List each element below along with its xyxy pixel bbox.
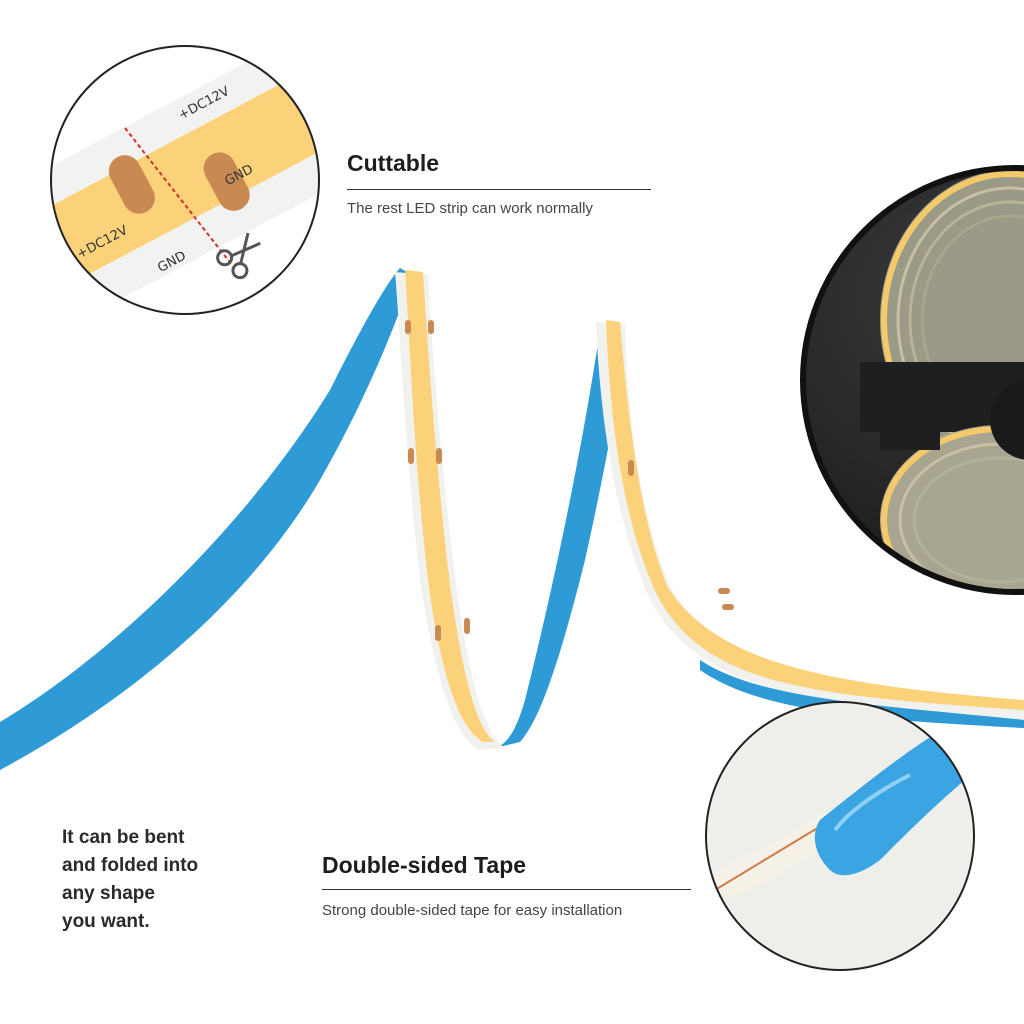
cuttable-title: Cuttable: [347, 150, 439, 176]
bendable-line: It can be bent: [62, 827, 185, 848]
bendable-line: and folded into: [62, 855, 199, 876]
bendable-caption: It can be bent and folded into any shape…: [62, 824, 302, 936]
cuttable-divider: [347, 189, 651, 190]
cuttable-subtitle: The rest LED strip can work normally: [347, 200, 593, 217]
strip-led-side-left: [395, 270, 505, 750]
tape-title: Double-sided Tape: [322, 852, 527, 878]
cuttable-zoom: +DC12V +DC12V GND GND: [50, 45, 320, 315]
bendable-line: any shape: [62, 883, 155, 904]
tape-subtitle: Strong double-sided tape for easy instal…: [322, 902, 623, 919]
tape-divider: [322, 889, 691, 890]
bendable-line: you want.: [62, 911, 150, 932]
tape-zoom: [705, 701, 975, 971]
scissors-icon: [216, 232, 261, 280]
strip-tape-side: [0, 268, 625, 770]
led-strip-reel: [800, 165, 1024, 595]
